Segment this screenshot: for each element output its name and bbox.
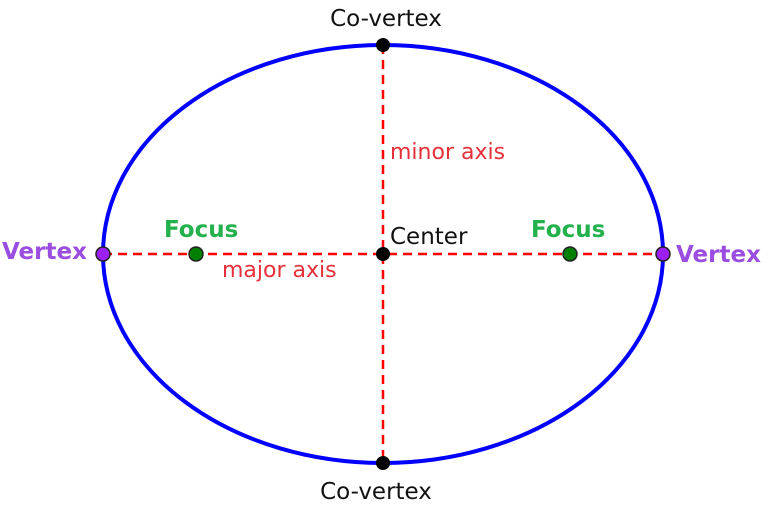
major-axis-label: major axis bbox=[222, 258, 337, 283]
vertex-left-point bbox=[95, 246, 111, 262]
focus-right-label: Focus bbox=[531, 217, 605, 243]
focus-left-point bbox=[188, 246, 204, 262]
focus-left-label: Focus bbox=[164, 217, 238, 243]
focus-right-point bbox=[562, 246, 578, 262]
co-vertex-top-point bbox=[376, 38, 390, 52]
co-vertex-bottom-point bbox=[376, 456, 390, 470]
center-label: Center bbox=[390, 224, 468, 250]
vertex-right-label: Vertex bbox=[676, 242, 761, 268]
minor-axis-label: minor axis bbox=[390, 140, 505, 165]
center-point bbox=[376, 247, 390, 261]
vertex-left-label: Vertex bbox=[2, 239, 87, 265]
co-vertex-bottom-label: Co-vertex bbox=[320, 479, 432, 505]
vertex-right-point bbox=[655, 246, 671, 262]
co-vertex-top-label: Co-vertex bbox=[330, 6, 442, 32]
